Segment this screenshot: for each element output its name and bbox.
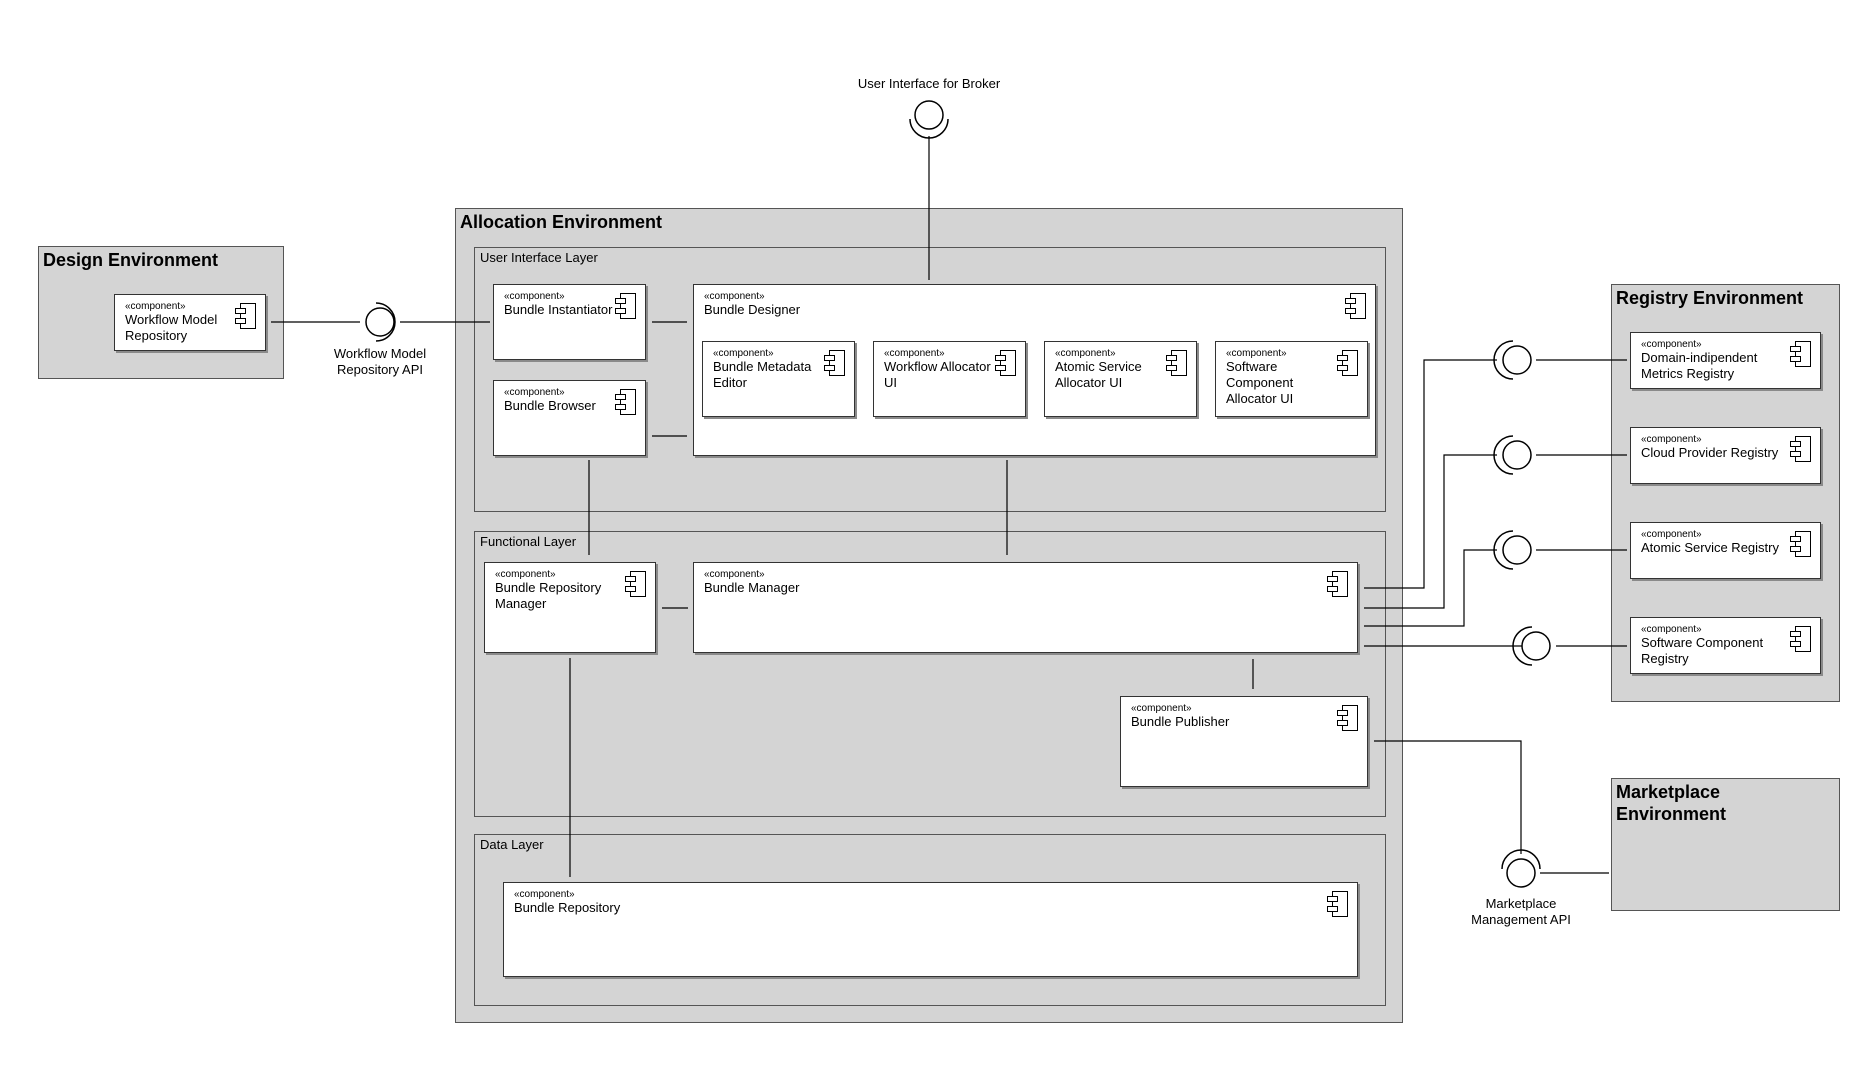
component-software-component-allocator-ui[interactable]: «component» Software Component Allocator… (1215, 341, 1368, 417)
connector-atomic-registry (1364, 549, 1497, 627)
stereotype-label: «component» (1641, 624, 1702, 635)
component-cloud-provider-registry[interactable]: «component» Cloud Provider Registry (1630, 427, 1821, 484)
connector-metrics-registry (1364, 359, 1497, 589)
component-bundle-manager[interactable]: «component» Bundle Manager (693, 562, 1358, 653)
component-icon (1166, 350, 1188, 376)
component-bundle-repository-manager[interactable]: «component» Bundle Repository Manager (484, 562, 656, 653)
stereotype-label: «component» (704, 569, 765, 580)
allocation-environment-title: Allocation Environment (460, 212, 663, 232)
label-workflow-model-repository-api: Workflow Model Repository API (333, 346, 427, 377)
component-atomic-service-registry[interactable]: «component» Atomic Service Registry (1630, 522, 1821, 579)
stereotype-label: «component» (1055, 348, 1116, 359)
component-name: Bundle Browser (504, 398, 596, 413)
component-name: Bundle Repository Manager (495, 580, 602, 611)
component-domain-independent-metrics-registry[interactable]: «component» Domain-indipendent Metrics R… (1630, 332, 1821, 389)
stereotype-label: «component» (504, 291, 565, 302)
component-bundle-publisher[interactable]: «component» Bundle Publisher (1120, 696, 1368, 787)
component-name: Bundle Designer (704, 302, 801, 317)
data-layer-title: Data Layer (480, 837, 544, 852)
stereotype-label: «component» (1131, 703, 1192, 714)
component-icon (1790, 531, 1812, 557)
stereotype-label: «component» (704, 291, 765, 302)
connector-publisher-marketplace (1374, 740, 1522, 854)
component-icon (235, 303, 257, 329)
component-icon (1337, 350, 1359, 376)
component-name: Bundle Repository (514, 900, 621, 915)
interface-socket-wmr-api (375, 302, 396, 342)
component-name: Atomic Service Registry (1641, 540, 1779, 555)
component-icon (995, 350, 1017, 376)
interface-socket-cloud (1493, 435, 1514, 475)
component-bundle-browser[interactable]: «component» Bundle Browser (493, 380, 646, 456)
component-name: Bundle Publisher (1131, 714, 1230, 729)
stereotype-label: «component» (1641, 339, 1702, 350)
interface-ball-software (1521, 631, 1551, 661)
component-workflow-model-repository[interactable]: «component» Workflow Model Repository (114, 294, 266, 351)
component-name: Workflow Allocator UI (884, 359, 991, 390)
interface-ball-atomic (1502, 535, 1532, 565)
interface-socket-marketplace (1501, 849, 1541, 870)
label-broker-ui: User Interface for Broker (857, 76, 1001, 91)
component-name: Bundle Metadata Editor (713, 359, 812, 390)
component-bundle-metadata-editor[interactable]: «component» Bundle Metadata Editor (702, 341, 855, 417)
stereotype-label: «component» (504, 387, 565, 398)
component-icon (1790, 436, 1812, 462)
component-bundle-repository[interactable]: «component» Bundle Repository (503, 882, 1358, 977)
component-name: Domain-indipendent Metrics Registry (1641, 350, 1758, 381)
interface-ball-metrics (1502, 345, 1532, 375)
user-interface-layer-title: User Interface Layer (480, 250, 598, 265)
marketplace-environment: Marketplace Environment (1611, 778, 1840, 911)
component-icon (1327, 891, 1349, 917)
component-bundle-instantiator[interactable]: «component» Bundle Instantiator (493, 284, 646, 360)
component-name: Workflow Model Repository (125, 312, 218, 343)
interface-ball-wmr-api (365, 307, 395, 337)
component-icon (1345, 293, 1367, 319)
marketplace-environment-title: Marketplace Environment (1616, 782, 1727, 824)
interface-socket-software (1512, 626, 1533, 666)
component-icon (615, 293, 637, 319)
functional-layer-title: Functional Layer (480, 534, 577, 549)
interface-socket-broker-ui (909, 118, 949, 139)
component-icon (1337, 705, 1359, 731)
interface-socket-atomic (1493, 530, 1514, 570)
component-icon (625, 571, 647, 597)
component-bundle-designer[interactable]: «component» Bundle Designer «component» … (693, 284, 1376, 456)
registry-environment-title: Registry Environment (1616, 288, 1804, 308)
component-icon (1327, 571, 1349, 597)
component-workflow-allocator-ui[interactable]: «component» Workflow Allocator UI (873, 341, 1026, 417)
interface-socket-metrics (1493, 340, 1514, 380)
component-icon (1790, 626, 1812, 652)
stereotype-label: «component» (514, 889, 575, 900)
stereotype-label: «component» (1641, 434, 1702, 445)
stereotype-label: «component» (495, 569, 556, 580)
component-icon (824, 350, 846, 376)
interface-ball-broker-ui (914, 100, 944, 130)
stereotype-label: «component» (713, 348, 774, 359)
connector-cloud-registry (1364, 454, 1497, 609)
interface-ball-cloud (1502, 440, 1532, 470)
stereotype-label: «component» (1641, 529, 1702, 540)
component-name: Cloud Provider Registry (1641, 445, 1779, 460)
stereotype-label: «component» (884, 348, 945, 359)
design-environment-title: Design Environment (43, 250, 219, 270)
component-name: Bundle Manager (704, 580, 800, 595)
component-name: Software Component Allocator UI (1226, 359, 1294, 406)
stereotype-label: «component» (125, 301, 186, 312)
stereotype-label: «component» (1226, 348, 1287, 359)
component-software-component-registry[interactable]: «component» Software Component Registry (1630, 617, 1821, 674)
component-atomic-service-allocator-ui[interactable]: «component» Atomic Service Allocator UI (1044, 341, 1197, 417)
component-icon (615, 389, 637, 415)
component-icon (1790, 341, 1812, 367)
component-name: Bundle Instantiator (504, 302, 613, 317)
interface-ball-marketplace (1506, 858, 1536, 888)
label-marketplace-management-api: Marketplace Management API (1471, 896, 1571, 927)
component-name: Software Component Registry (1641, 635, 1764, 666)
component-name: Atomic Service Allocator UI (1055, 359, 1142, 390)
